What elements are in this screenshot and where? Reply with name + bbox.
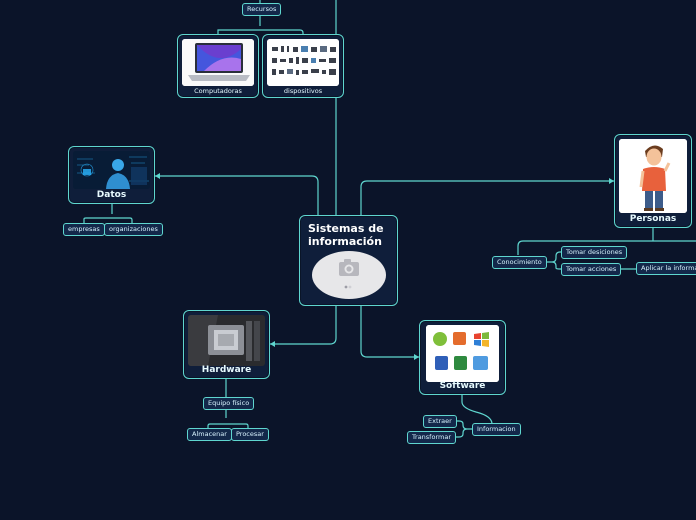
personas-tomar-desiciones[interactable]: Tomar desiciones [561,246,628,259]
personas-caption: Personas [629,214,677,224]
personas-tomar-acciones[interactable]: Tomar acciones [561,263,622,276]
person-image [619,139,687,213]
datos-caption: Datos [96,190,127,200]
cpu-icon [188,315,265,366]
hardware-equipo[interactable]: Equipo físico [203,397,255,410]
computadoras-caption: Computadoras [194,87,242,95]
devices-image [267,39,339,86]
central-node[interactable]: Sistemas de información [299,215,398,306]
person-icon [619,139,687,213]
laptop-icon [182,39,254,86]
hardware-almacenar[interactable]: Almacenar [187,428,232,441]
software-caption: Software [439,381,486,391]
image-placeholder [312,251,386,299]
central-title: Sistemas de información [308,222,384,248]
software-transformar[interactable]: Transformar [407,431,456,444]
laptop-image [182,39,254,86]
datos-organizaciones[interactable]: organizaciones [104,223,163,236]
cpu-image [188,315,265,366]
node-personas[interactable]: Personas [614,134,692,228]
camera-icon [339,259,359,289]
node-dispositivos[interactable]: dispositivos [262,34,344,98]
dispositivos-caption: dispositivos [283,87,323,95]
node-software[interactable]: Software [419,320,506,395]
datos-empresas[interactable]: empresas [63,223,105,236]
software-image [426,325,499,382]
data-security-icon [73,151,150,189]
personas-aplicar[interactable]: Aplicar la información [636,262,696,275]
node-datos[interactable]: Datos [68,146,155,204]
hardware-caption: Hardware [201,365,252,375]
node-hardware[interactable]: Hardware [183,310,270,379]
office-apps-icon [426,325,499,382]
devices-icon [267,39,339,86]
software-informacion[interactable]: Informacion [472,423,521,436]
personas-conocimiento[interactable]: Conocimiento [492,256,547,269]
recursos-label[interactable]: Recursos [242,3,282,16]
node-computadoras[interactable]: Computadoras [177,34,259,98]
data-image [73,151,150,189]
software-extraer[interactable]: Extraer [423,415,457,428]
hardware-procesar[interactable]: Procesar [231,428,269,441]
